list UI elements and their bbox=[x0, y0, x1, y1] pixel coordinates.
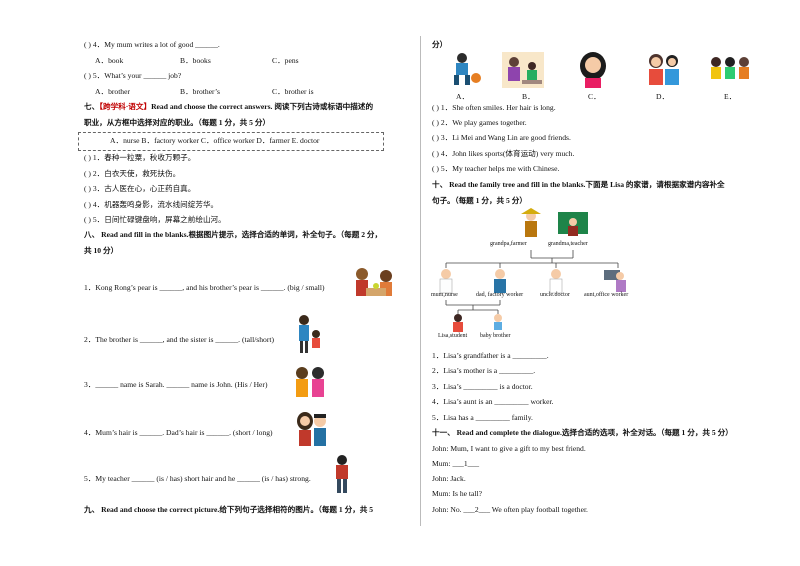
tree-mum: mum,nurse bbox=[431, 292, 458, 298]
dad-figure bbox=[494, 269, 506, 293]
section-8-title: 八、 Read and fill in the blanks.根据图片提示，选择… bbox=[84, 230, 383, 239]
picture-b-teacher-student bbox=[502, 52, 544, 88]
picture-a-sports-boy bbox=[444, 52, 482, 88]
q4-option-b: B．books bbox=[180, 56, 211, 65]
s7-item-2: ( ) 2．白衣天使，救死扶伤。 bbox=[84, 169, 181, 178]
dialogue-line-4: Mum: Is he tall? bbox=[432, 489, 482, 498]
tree-lisa: Lisa,student bbox=[438, 333, 468, 339]
tree-grandpa: grandpa,farmer bbox=[490, 241, 527, 247]
s10-item-2: 2．Lisa’s mother is a _________. bbox=[432, 366, 536, 375]
pic-label-c: C． bbox=[588, 92, 601, 101]
kong-rong-pear-illustration bbox=[352, 266, 400, 300]
question-5: ( ) 5．What’s your ______ job? bbox=[84, 71, 182, 80]
tree-lines bbox=[445, 250, 619, 314]
q4-option-c: C．pens bbox=[272, 56, 299, 65]
tree-baby: baby brother bbox=[480, 333, 511, 339]
s10-item-1: 1．Lisa’s grandfather is a _________. bbox=[432, 351, 549, 360]
section-10-title: 十、 Read the family tree and fill in the … bbox=[432, 180, 725, 189]
brother-sister-illustration bbox=[294, 314, 324, 354]
teacher-illustration bbox=[332, 454, 352, 494]
sarah-john-illustration bbox=[292, 366, 328, 400]
s8-item-1: 1．Kong Rong’s pear is ______, and his br… bbox=[84, 283, 325, 292]
section-7-title: 七、【跨学科·语文】Read and choose the correct an… bbox=[84, 102, 373, 112]
s7-item-1: ( ) 1．春种一粒粟，秋收万颗子。 bbox=[84, 153, 196, 162]
s7-item-5: ( ) 5．日间忙碌键盘响，屏幕之前绘山河。 bbox=[84, 215, 226, 224]
section-11-title: 十一、 Read and complete the dialogue.选择合适的… bbox=[432, 428, 733, 437]
pic-label-d: D． bbox=[656, 92, 670, 101]
options-box bbox=[78, 132, 384, 151]
picture-e-playing-games bbox=[708, 54, 752, 86]
section-7-title-cont: 职业，从方框中选择对应的职业。（每题 1 分，共 5 分） bbox=[84, 118, 271, 127]
s10-item-3: 3．Lisa’s _________ is a doctor. bbox=[432, 382, 533, 391]
picture-d-two-friends bbox=[644, 52, 684, 88]
baby-figure bbox=[494, 314, 502, 330]
s7-item-3: ( ) 3．古人医在心，心正药自真。 bbox=[84, 184, 196, 193]
s8-item-2: 2．The brother is ______, and the sister … bbox=[84, 335, 275, 344]
pic-label-a: A． bbox=[456, 92, 470, 101]
q4-option-a: A．book bbox=[95, 56, 124, 65]
uncle-figure bbox=[549, 269, 563, 294]
s7-item-4: ( ) 4．机器轰鸣身影，流水线间绽芳华。 bbox=[84, 200, 219, 209]
grandma-figure bbox=[558, 212, 588, 236]
s9-item-1: ( ) 1．She often smiles. Her hair is long… bbox=[432, 103, 556, 112]
options-box-text: A．nurse B．factory worker C．office worker… bbox=[110, 136, 320, 145]
s9-item-3: ( ) 3．Li Mei and Wang Lin are good frien… bbox=[432, 133, 571, 142]
grandpa-figure bbox=[521, 208, 541, 237]
dialogue-line-5: John: No. ___2___ We often play football… bbox=[432, 505, 588, 514]
q5-option-b: B．brother’s bbox=[180, 87, 220, 96]
s8-item-3: 3．______ name is Sarah. ______ name is J… bbox=[84, 380, 268, 389]
q5-option-c: C．brother is bbox=[272, 87, 314, 96]
pic-label-e: E． bbox=[724, 92, 737, 101]
mum-dad-illustration bbox=[296, 412, 328, 448]
section-8-title-cont: 共 10 分） bbox=[84, 246, 119, 255]
tree-uncle: uncle.doctor bbox=[540, 292, 570, 298]
s10-item-5: 5．Lisa has a _________ family. bbox=[432, 413, 533, 422]
pic-label-b: B． bbox=[522, 92, 535, 101]
s9-item-2: ( ) 2．We play games together. bbox=[432, 118, 527, 127]
s10-item-4: 4．Lisa’s aunt is an _________ worker. bbox=[432, 397, 554, 406]
dialogue-line-2: Mum: ___1___ bbox=[432, 459, 480, 468]
s9-item-5: ( ) 5．My teacher helps me with Chinese. bbox=[432, 164, 560, 173]
s8-item-4: 4．Mum’s hair is ______. Dad’s hair is __… bbox=[84, 428, 273, 437]
s9-item-4: ( ) 4．John likes sports(体育运动) very much. bbox=[432, 149, 575, 158]
lisa-figure bbox=[453, 314, 463, 332]
tree-grandma: grandma,teacher bbox=[548, 241, 588, 247]
section-7-tag: 【跨学科·语文】 bbox=[99, 102, 152, 111]
section-7-number: 七、 bbox=[84, 102, 100, 111]
q5-option-a: A．brother bbox=[95, 87, 131, 96]
family-tree bbox=[428, 208, 800, 342]
picture-c-smiling-girl bbox=[576, 52, 610, 88]
dialogue-line-1: John: Mum, I want to give a gift to my b… bbox=[432, 444, 586, 453]
section-7-title-text: Read and choose the correct answers. 阅读下… bbox=[151, 102, 374, 111]
aunt-figure bbox=[604, 270, 626, 292]
tree-dad: dad, factory worker bbox=[476, 292, 524, 298]
mum-figure bbox=[439, 269, 453, 294]
dialogue-line-3: John: Jack. bbox=[432, 474, 466, 483]
question-4: ( ) 4．My mum writes a lot of good ______… bbox=[84, 40, 220, 49]
section-9-title-cont: 分） bbox=[432, 40, 448, 49]
column-divider bbox=[420, 36, 421, 526]
s8-item-5: 5．My teacher ______ (is / has) short hai… bbox=[84, 474, 311, 483]
section-9-title: 九、 Read and choose the correct picture.给… bbox=[84, 505, 374, 514]
tree-aunt: aunt,office worker bbox=[584, 292, 629, 298]
section-10-title-cont: 句子。（每题 1 分，共 5 分） bbox=[432, 196, 527, 205]
